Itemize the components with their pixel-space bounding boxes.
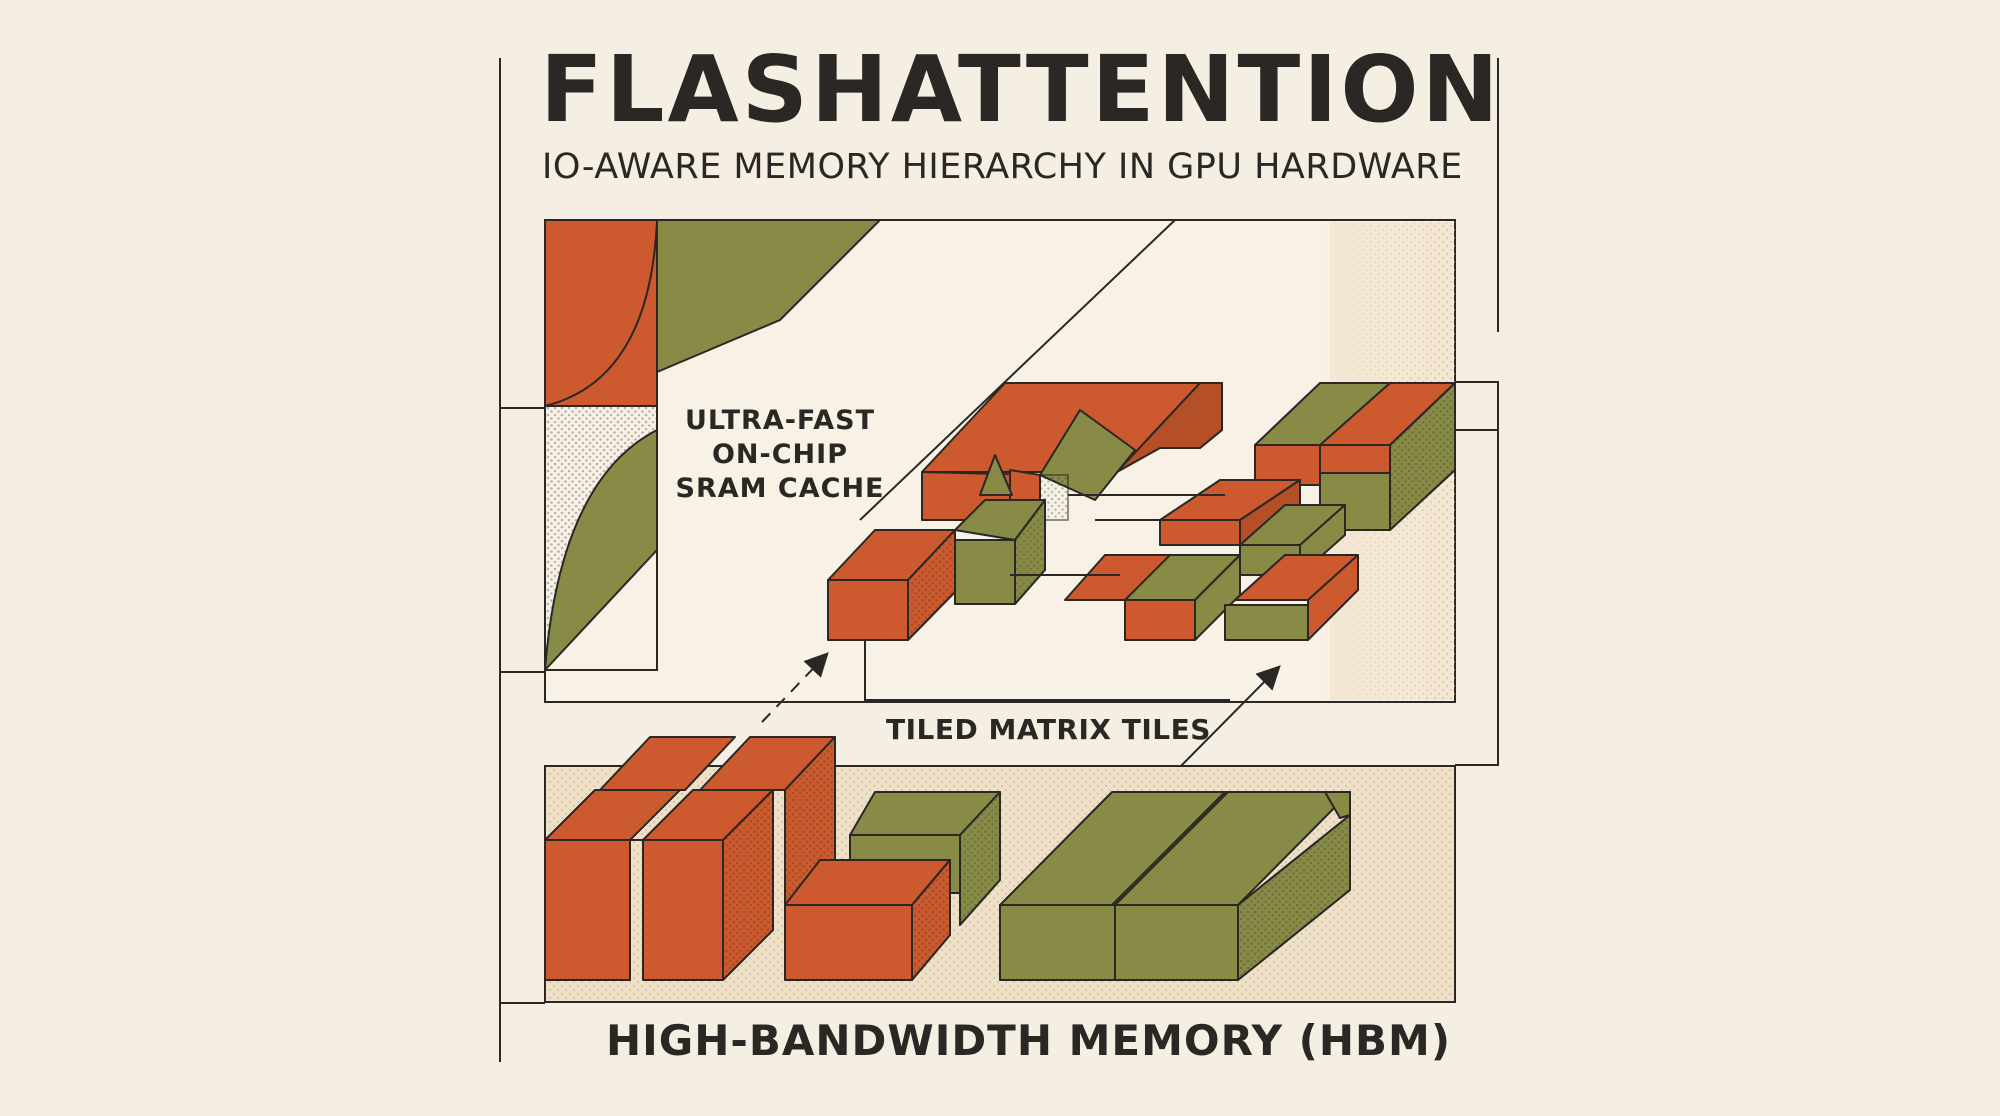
sram-corner-shapes <box>543 219 1176 673</box>
sram-tiles <box>827 382 1456 641</box>
transfer-arrows <box>761 652 1281 776</box>
hbm-label: HIGH-BANDWIDTH MEMORY (HBM) <box>606 1016 1452 1065</box>
sram-label-line: SRAM CACHE <box>675 473 885 504</box>
hbm-blocks <box>544 736 1351 981</box>
tiles-label: TILED MATRIX TILES <box>886 713 1211 746</box>
page-subtitle: IO-AWARE MEMORY HIERARCHY IN GPU HARDWAR… <box>542 147 1463 187</box>
sram-connectors <box>864 494 1240 701</box>
frame-lines <box>499 58 1499 1062</box>
sram-label-line: ON-CHIP <box>711 439 848 470</box>
page-title: FLASHATTENTION <box>540 36 1502 143</box>
sram-label-line: ULTRA-FAST <box>684 405 876 436</box>
sram-label: ULTRA-FAST ON-CHIP SRAM CACHE <box>650 404 910 506</box>
